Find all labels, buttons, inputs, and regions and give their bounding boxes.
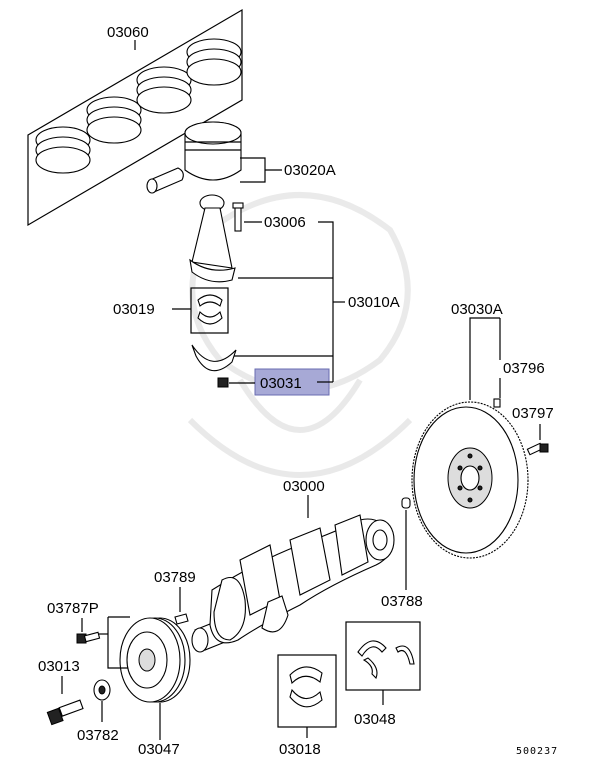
label-03788[interactable]: 03788	[381, 593, 423, 610]
label-03010A[interactable]: 03010A	[348, 294, 400, 311]
label-03018[interactable]: 03018	[279, 741, 321, 758]
crank-pin-dowel[interactable]	[401, 497, 411, 509]
crankshaft[interactable]	[191, 514, 395, 653]
figure-code: 500237	[516, 746, 558, 757]
main-bearing-box	[277, 654, 337, 728]
label-03789[interactable]: 03789	[154, 569, 196, 586]
bearing-box	[190, 287, 229, 334]
crank-pulley-bolt[interactable]	[46, 699, 84, 726]
label-03020A[interactable]: 03020A	[284, 162, 336, 179]
flywheel-dowel[interactable]	[493, 398, 501, 408]
label-03019[interactable]: 03019	[113, 301, 155, 318]
crank-pulley[interactable]	[119, 617, 191, 703]
rod-cap[interactable]	[191, 344, 237, 372]
label-03048[interactable]: 03048	[354, 711, 396, 728]
pulley-small-bolt[interactable]	[76, 631, 101, 644]
rod-bolt[interactable]	[232, 202, 244, 232]
label-03787P[interactable]: 03787P	[47, 600, 99, 617]
woodruff-key[interactable]	[174, 613, 189, 625]
label-03782[interactable]: 03782	[77, 727, 119, 744]
label-03013[interactable]: 03013	[38, 658, 80, 675]
ring-stack-3	[136, 66, 192, 114]
flywheel[interactable]	[411, 401, 529, 559]
label-03000[interactable]: 03000	[283, 478, 325, 495]
main-bearing[interactable]	[289, 666, 323, 708]
piston-rings-set[interactable]	[27, 8, 243, 227]
piston[interactable]	[184, 121, 242, 181]
piston-pin[interactable]	[146, 167, 184, 194]
pulley-washer[interactable]	[93, 679, 111, 701]
ring-stack-1	[35, 126, 91, 174]
label-03031[interactable]: 03031	[260, 375, 302, 392]
label-03047[interactable]: 03047	[138, 741, 180, 758]
flywheel-bolt[interactable]	[526, 442, 549, 456]
rod-nut[interactable]	[217, 377, 229, 388]
ring-stack-2	[86, 96, 142, 144]
label-03797[interactable]: 03797	[512, 405, 554, 422]
thrust-bearing[interactable]	[357, 640, 415, 679]
label-03030A[interactable]: 03030A	[451, 301, 503, 318]
rod-bearing[interactable]	[197, 294, 223, 325]
highlight-box	[254, 368, 330, 396]
ring-stack-4	[186, 38, 242, 86]
label-03796[interactable]: 03796	[503, 360, 545, 377]
label-03006[interactable]: 03006	[264, 214, 306, 231]
watermark-logo	[187, 192, 413, 478]
connecting-rod[interactable]	[189, 194, 236, 283]
label-03060[interactable]: 03060	[107, 24, 149, 41]
